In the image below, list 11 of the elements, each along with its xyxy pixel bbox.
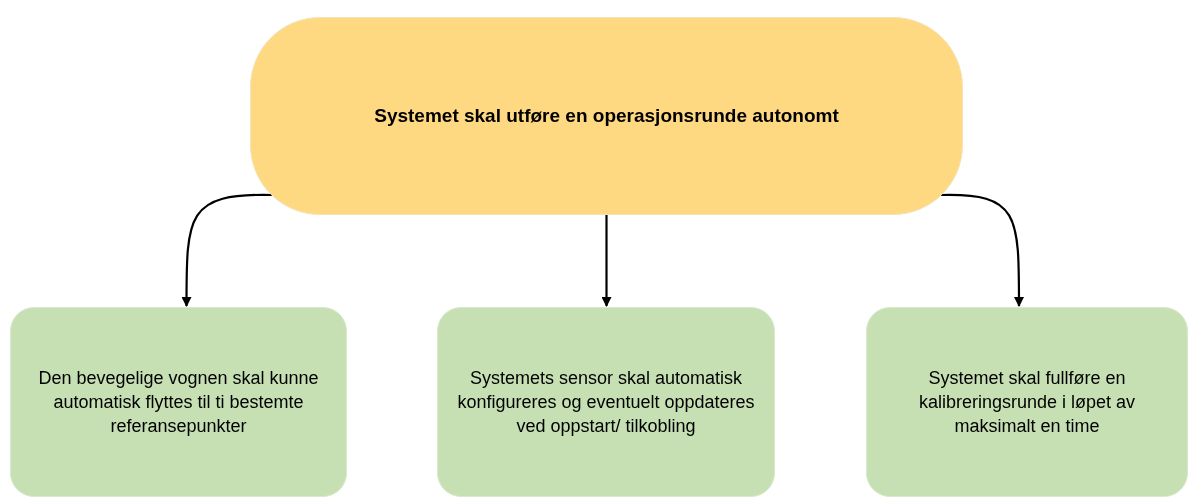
arrow (181, 193, 272, 307)
arrow (601, 215, 612, 307)
box-text: Systemet skal utføre en operasjonsrunde autonomt (374, 104, 839, 129)
requirement-box (866, 307, 1188, 497)
box-text: Den bevegelige vognen skal kunne automatisk flyttes til ti bestemte referansepunkter (37, 366, 320, 439)
arrow (941, 193, 1024, 307)
requirement-box (10, 307, 347, 497)
box-text: Systemet skal fullføre en kalibreringsrunde i løpet av maksimalt en time (917, 366, 1137, 439)
requirement-box (437, 307, 775, 497)
goal-box (250, 17, 963, 215)
box-text: Systemets sensor skal automatisk konfigureres og eventuelt oppdateres ved oppstart/ tilkobling (456, 366, 756, 439)
